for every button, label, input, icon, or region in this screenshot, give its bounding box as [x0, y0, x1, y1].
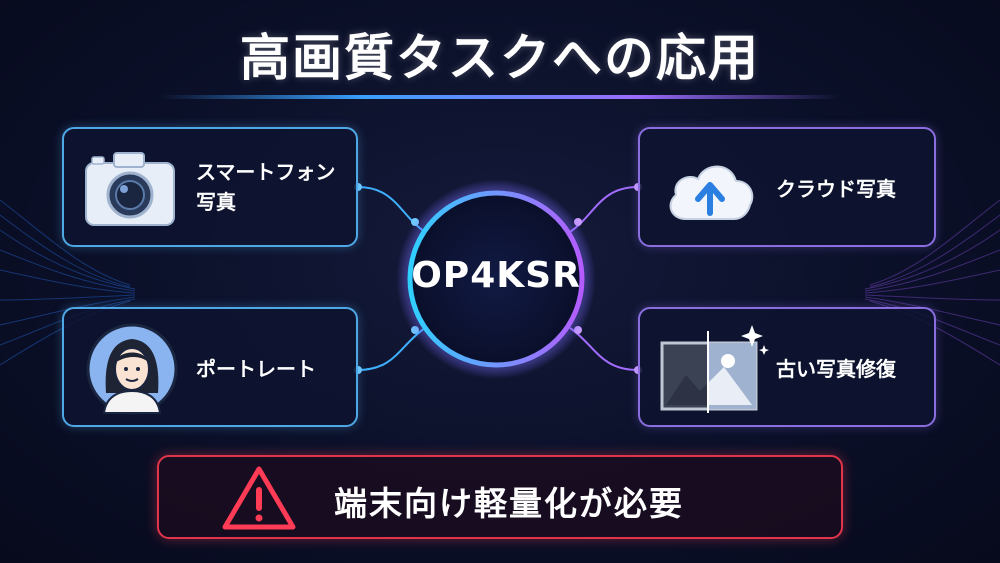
camera-icon — [85, 152, 175, 226]
photo-restore-icon — [660, 325, 769, 413]
center-label: OP4KSR — [411, 255, 581, 296]
card-portrait-label: ポートレート — [196, 357, 316, 381]
card-portrait: ポートレート — [62, 307, 358, 427]
warning-label: 端末向け軽量化が必要 — [334, 484, 684, 523]
warning-box: 端末向け軽量化が必要 — [157, 455, 843, 539]
center-circle — [407, 190, 585, 368]
card-smartphone-label-line2: 写真 — [196, 190, 236, 214]
card-restore: 古い写真修復 — [638, 307, 936, 427]
warning-icon — [222, 466, 296, 530]
page-title: 高画質タスクへの応用 — [240, 29, 760, 87]
card-cloud-label: クラウド写真 — [776, 177, 896, 201]
cloud-upload-icon — [669, 165, 754, 220]
card-cloud: クラウド写真 — [638, 127, 936, 247]
left-wave-decoration — [0, 199, 136, 366]
card-smartphone: スマートフォン 写真 — [62, 127, 358, 247]
title-underline — [160, 95, 840, 99]
portrait-icon — [86, 323, 178, 415]
card-smartphone-label-line1: スマートフォン — [196, 160, 336, 184]
connector-restore — [569, 327, 639, 371]
card-restore-label: 古い写真修復 — [776, 357, 896, 381]
